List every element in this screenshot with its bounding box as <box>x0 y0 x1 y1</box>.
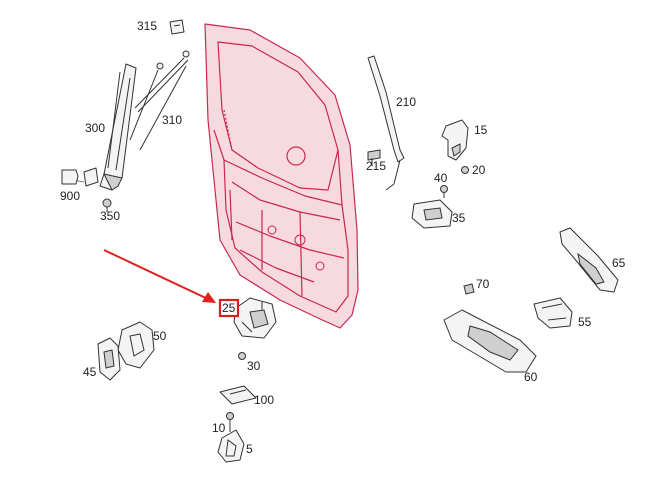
part-100-plate[interactable] <box>219 385 257 405</box>
part-5-striker[interactable] <box>217 429 245 463</box>
label-25-highlight[interactable]: 25 <box>218 298 240 318</box>
gas-strut-assembly[interactable] <box>71 50 190 191</box>
strut-rod <box>139 65 187 151</box>
part-900-connector[interactable] <box>61 169 79 185</box>
label-310[interactable]: 310 <box>162 113 182 127</box>
part-20-screw[interactable] <box>461 166 469 174</box>
door-reinforcement <box>213 129 343 297</box>
part-70-nut[interactable] <box>463 283 475 295</box>
rear-door-panel[interactable] <box>204 23 359 329</box>
part-35-lock-actuator[interactable] <box>411 199 453 229</box>
part-25-lock[interactable] <box>233 297 277 339</box>
part-210-seal-strip[interactable] <box>367 55 405 191</box>
part-350-screw[interactable] <box>102 198 112 212</box>
label-900[interactable]: 900 <box>60 189 80 203</box>
rod-end-fitting <box>182 50 190 58</box>
label-5[interactable]: 5 <box>246 442 253 456</box>
part-30-screw[interactable] <box>238 352 246 360</box>
label-350[interactable]: 350 <box>100 209 120 223</box>
label-40[interactable]: 40 <box>434 171 448 185</box>
door-window-frame <box>217 41 339 191</box>
door-hole <box>267 225 277 235</box>
part-215-clip[interactable] <box>367 149 381 166</box>
strut-rod-310 <box>134 57 185 109</box>
gas-strut-base <box>103 173 123 191</box>
label-45[interactable]: 45 <box>83 365 97 379</box>
label-15[interactable]: 15 <box>474 123 488 137</box>
part-315-clip[interactable] <box>169 19 185 35</box>
strut-rod-310b <box>137 59 189 113</box>
label-55[interactable]: 55 <box>578 315 592 329</box>
label-70[interactable]: 70 <box>476 277 490 291</box>
gas-strut-rod <box>107 71 131 171</box>
part-65-handle-cover[interactable] <box>559 227 619 293</box>
part-45-latch[interactable] <box>97 337 121 381</box>
label-315[interactable]: 315 <box>137 19 157 33</box>
label-50[interactable]: 50 <box>153 329 167 343</box>
door-hole <box>315 261 325 271</box>
label-35[interactable]: 35 <box>452 211 466 225</box>
part-50-cover[interactable] <box>117 321 155 369</box>
label-210[interactable]: 210 <box>396 95 416 109</box>
label-60[interactable]: 60 <box>524 370 538 384</box>
door-inner-frame <box>223 159 349 313</box>
label-20[interactable]: 20 <box>472 163 486 177</box>
label-65[interactable]: 65 <box>612 256 626 270</box>
door-seal-line <box>223 109 259 169</box>
label-215[interactable]: 215 <box>366 159 386 173</box>
strut-connector <box>83 167 99 187</box>
rod-end-fitting <box>156 62 164 70</box>
label-25[interactable]: 25 <box>222 301 236 315</box>
door-outer-shell <box>204 23 359 329</box>
highlight-arrow <box>103 249 216 303</box>
part-55-lock-bracket[interactable] <box>533 297 573 329</box>
part-15-hinge[interactable] <box>441 119 469 161</box>
label-10[interactable]: 10 <box>212 421 226 435</box>
label-30[interactable]: 30 <box>247 359 261 373</box>
part-10-screw[interactable] <box>226 412 234 433</box>
gas-strut-body <box>99 63 137 191</box>
door-handle-recess <box>286 146 306 166</box>
part-60-license-plate-light[interactable] <box>443 309 537 373</box>
part-40-screw[interactable] <box>440 185 448 199</box>
door-hole <box>294 234 306 246</box>
label-300[interactable]: 300 <box>85 121 105 135</box>
strut-link <box>129 69 159 141</box>
label-100[interactable]: 100 <box>254 393 274 407</box>
